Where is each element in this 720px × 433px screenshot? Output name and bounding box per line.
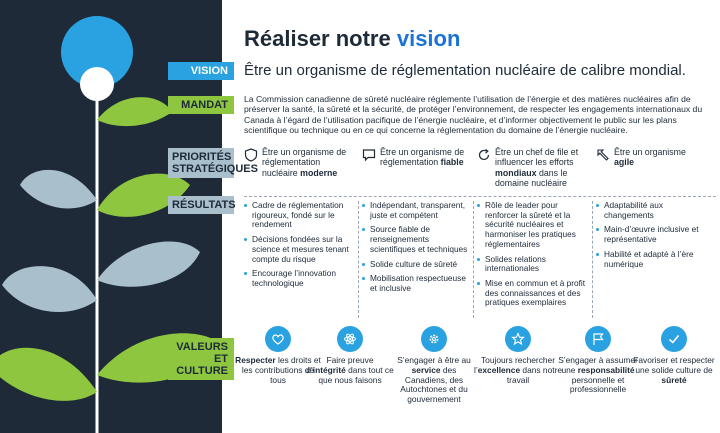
value-item: S’engager à assumer une responsabilité p… [554, 326, 642, 395]
list-item: Mobilisation respectueuse et inclusive [362, 273, 472, 293]
list-item: Indépendant, transparent, juste et compé… [362, 200, 472, 220]
priority-item: Être un organisme de réglementation fiab… [362, 147, 470, 168]
results-divider [244, 196, 716, 197]
results-column: Cadre de réglementation rigoureux, fondé… [244, 200, 354, 294]
list-item: Cadre de réglementation rigoureux, fondé… [244, 200, 354, 230]
list-item: Source fiable de renseignements scientif… [362, 225, 472, 254]
vision-text: Être un organisme de réglementation nucl… [244, 62, 686, 79]
flag-icon [593, 333, 604, 345]
value-item: Respecter les droits et les contribution… [234, 326, 322, 385]
list-item: Encourage l’innovation technologique [244, 268, 354, 288]
list-item: Habilité et adapté à l’ère numérique [596, 249, 708, 269]
check-icon [668, 334, 680, 344]
list-item: Mise en commun et à profit des connaissa… [477, 278, 589, 308]
mandate-text: La Commission canadienne de sûreté nuclé… [244, 94, 703, 136]
column-divider [473, 201, 474, 318]
atom-icon [344, 333, 356, 345]
value-item: S’engager à être au service des Canadien… [390, 326, 478, 405]
gear-icon [429, 334, 439, 344]
results-column: Rôle de leader pour renforcer la sûreté … [477, 200, 589, 313]
star-icon [511, 332, 525, 346]
shield-icon [244, 148, 258, 162]
value-item: Faire preuve d’intégrité dans tout ce qu… [306, 326, 394, 385]
column-divider [358, 201, 359, 318]
list-item: Adaptabilité aux changements [596, 200, 708, 220]
value-item: Favoriser et respecter une solide cultur… [630, 326, 718, 385]
list-item: Main-d’œuvre inclusive et représentative [596, 224, 708, 244]
priority-item: Être un organisme de réglementation nucl… [244, 147, 356, 178]
list-item: Décisions fondées sur la science et mesu… [244, 234, 354, 264]
list-item: Rôle de leader pour renforcer la sûreté … [477, 200, 589, 250]
list-item: Solide culture de sûreté [362, 259, 472, 270]
results-label: RÉSULTATS [168, 196, 236, 215]
value-item: Toujours rechercher l’excellence dans no… [474, 326, 562, 385]
column-divider [592, 201, 593, 318]
agile-arrow-icon [597, 149, 609, 161]
priority-item: Être un organisme agile [596, 147, 708, 168]
priority-item: Être un chef de file et influencer les e… [477, 147, 589, 189]
heart-icon [272, 334, 284, 345]
page-title: Réaliser notre vision [244, 26, 461, 51]
results-column: Adaptabilité aux changements Main-d’œuvr… [596, 200, 708, 274]
mandate-label: MANDAT [168, 96, 234, 115]
vision-label: VISION [168, 62, 234, 81]
title-accent: vision [396, 26, 461, 51]
list-item: Solides relations internationales [477, 254, 589, 274]
speech-bubble-icon [362, 149, 376, 162]
results-column: Indépendant, transparent, juste et compé… [362, 200, 472, 299]
refresh-arrow-icon [478, 149, 490, 161]
